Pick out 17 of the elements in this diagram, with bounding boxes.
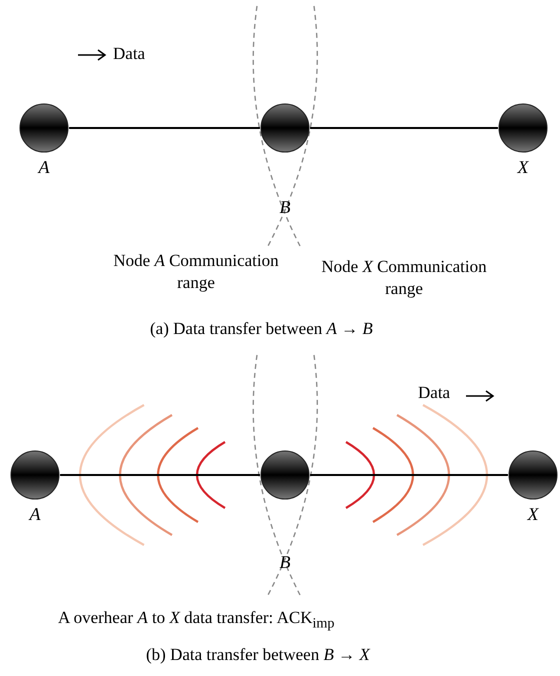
node-label: X [516, 157, 530, 178]
link-line [60, 474, 260, 476]
range-label: Node X Communication range [320, 256, 488, 300]
data-label: Data [418, 383, 450, 403]
link-line [310, 474, 508, 476]
node-label: A [36, 157, 50, 178]
link-line [69, 127, 260, 129]
caption: (b) Data transfer between B → X [146, 645, 370, 665]
node-label: B [278, 197, 292, 218]
range-label: Node A Communication range [112, 250, 280, 294]
data-label: Data [113, 44, 146, 64]
node-label: B [278, 552, 292, 573]
node-label: X [526, 504, 540, 525]
caption: (a) Data transfer between A → B [150, 319, 373, 339]
node-label: A [28, 504, 42, 525]
link-line [310, 127, 498, 129]
note-text: A overhear A to X data transfer: ACK$_{imp}$ [58, 608, 335, 632]
